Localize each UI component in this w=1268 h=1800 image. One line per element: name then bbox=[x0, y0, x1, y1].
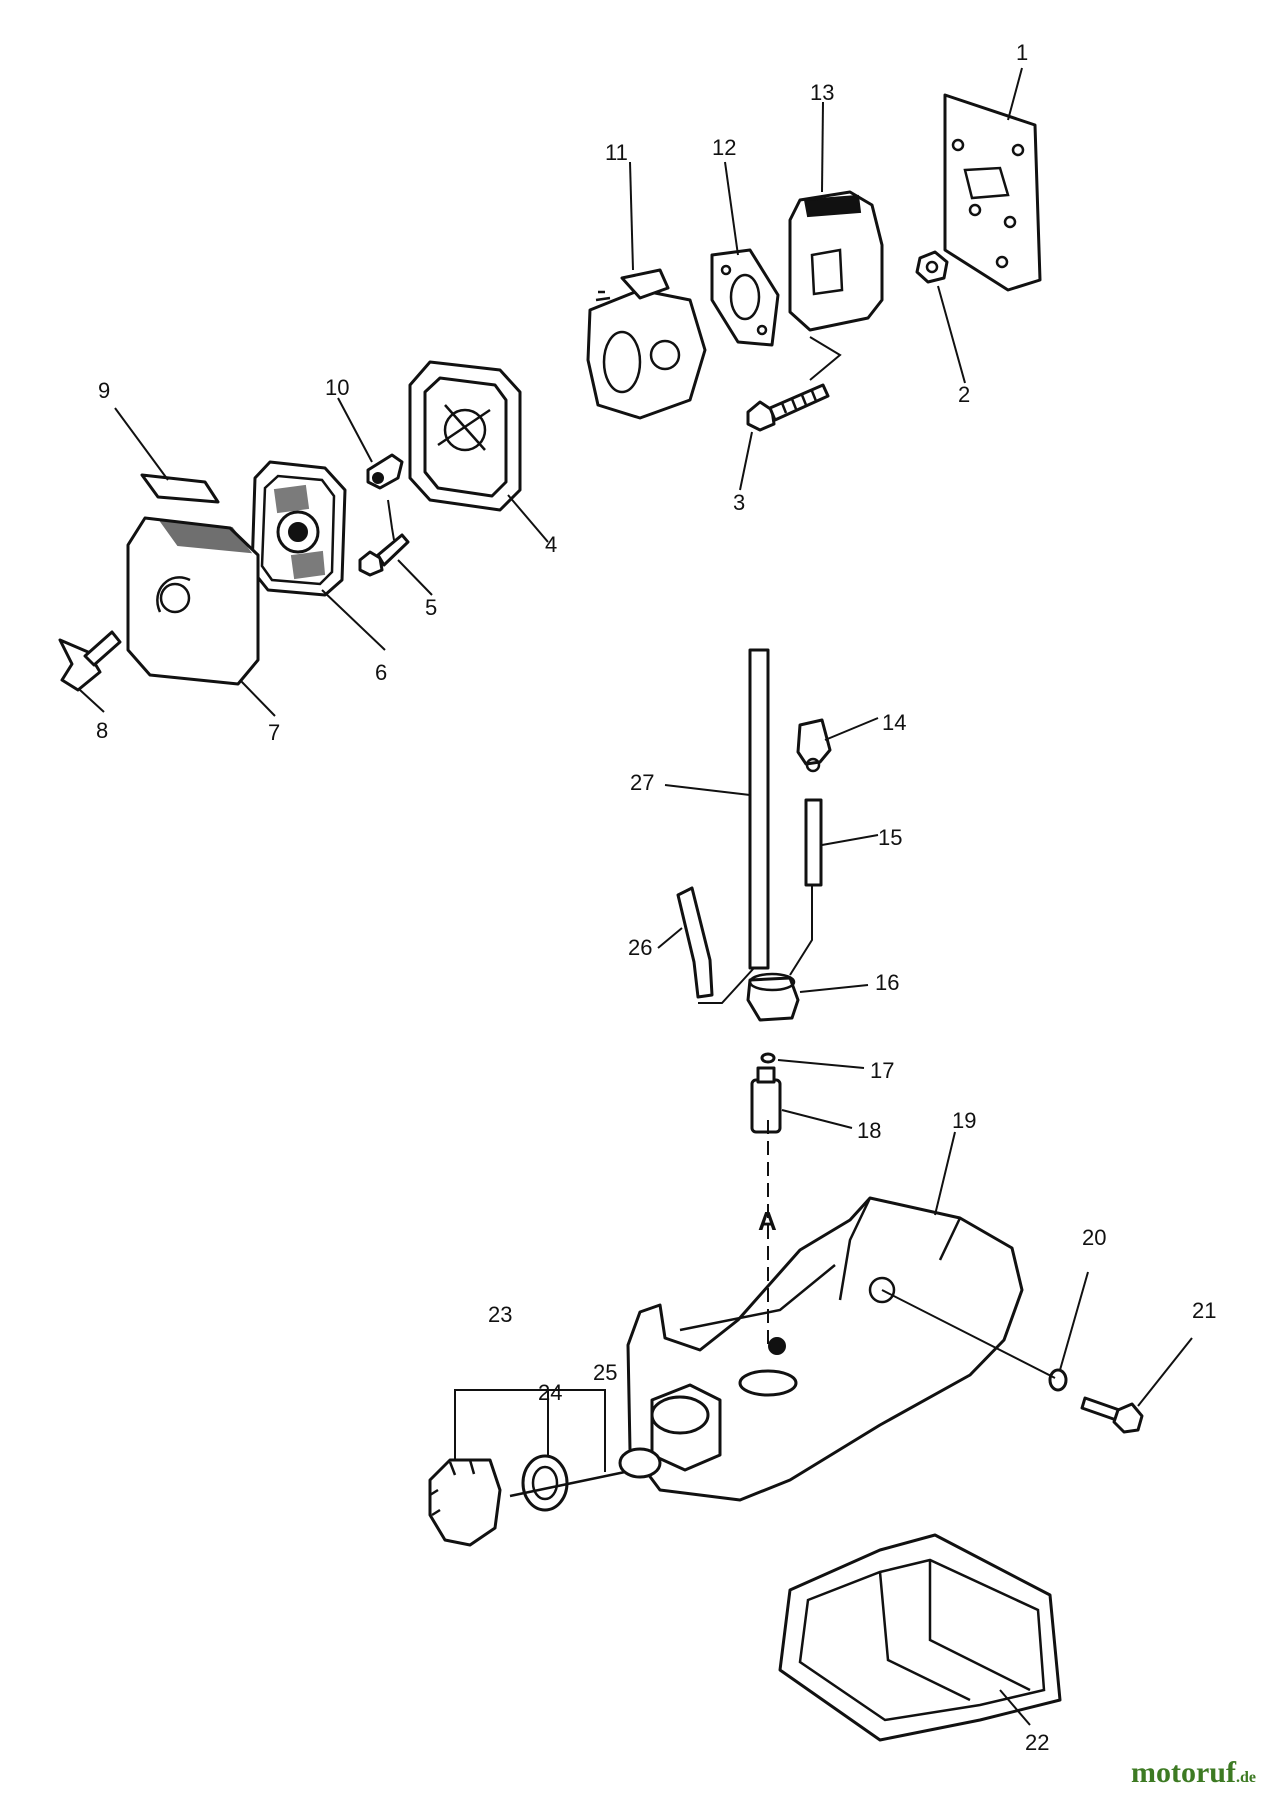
part-26-hose bbox=[676, 886, 714, 999]
part-21-bolt bbox=[1080, 1396, 1144, 1434]
part-12-gasket bbox=[710, 248, 780, 347]
part-8-wing-nut bbox=[58, 630, 122, 692]
callout-17: 17 bbox=[870, 1058, 894, 1083]
part-10-plate bbox=[366, 453, 404, 490]
callout-26: 26 bbox=[628, 935, 652, 960]
part-14-cap bbox=[796, 718, 832, 773]
part-2-nut bbox=[915, 250, 949, 284]
part-25-strap bbox=[509, 1447, 662, 1498]
callout-7: 7 bbox=[268, 720, 280, 745]
part-5-screw bbox=[358, 533, 410, 577]
part-9-foam bbox=[140, 473, 220, 504]
callout-5: 5 bbox=[425, 595, 437, 620]
callout-27: 27 bbox=[630, 770, 654, 795]
callout-21: 21 bbox=[1192, 1298, 1216, 1323]
callout-8: 8 bbox=[96, 718, 108, 743]
watermark-logo: motoruf.de bbox=[1131, 1756, 1256, 1790]
part-13-insulator bbox=[788, 190, 884, 332]
watermark-tld: .de bbox=[1236, 1769, 1256, 1786]
part-1-gasket bbox=[943, 93, 1042, 292]
part-19-fuel-tank bbox=[626, 1196, 1024, 1502]
callout-12: 12 bbox=[712, 135, 736, 160]
leader-lines bbox=[79, 67, 1193, 1726]
part-23-fuel-cap bbox=[428, 1458, 502, 1547]
part-3-bolt bbox=[746, 383, 830, 432]
watermark-main: motoruf bbox=[1131, 1756, 1236, 1789]
callout-19: 19 bbox=[952, 1108, 976, 1133]
callout-15: 15 bbox=[878, 825, 902, 850]
part-17-o-ring bbox=[760, 1052, 776, 1064]
callout-23: 23 bbox=[488, 1302, 512, 1327]
callout-25: 25 bbox=[593, 1360, 617, 1385]
part-11-carburetor bbox=[586, 268, 707, 420]
part-15-tube bbox=[804, 798, 823, 887]
callout-18: 18 bbox=[857, 1118, 881, 1143]
part-4-air-cleaner-base bbox=[408, 360, 522, 512]
callout-13: 13 bbox=[810, 80, 834, 105]
callout-22: 22 bbox=[1025, 1730, 1049, 1755]
part-22-tank-protector bbox=[778, 1533, 1062, 1742]
part-20-washer bbox=[1048, 1368, 1068, 1392]
callout-11: 11 bbox=[605, 140, 628, 165]
callout-2: 2 bbox=[958, 382, 970, 407]
callout-24: 24 bbox=[538, 1380, 562, 1405]
part-16-grommet bbox=[746, 972, 800, 1022]
part-18-fuel-filter bbox=[750, 1066, 782, 1134]
part-24-gasket bbox=[521, 1454, 569, 1512]
callout-9: 9 bbox=[98, 378, 110, 403]
part-7-cover bbox=[126, 516, 260, 686]
callout-labels: 1 2 3 4 5 6 7 8 9 10 11 12 13 14 15 16 1… bbox=[96, 40, 1216, 1755]
callout-6: 6 bbox=[375, 660, 387, 685]
part-27-fuel-pipe bbox=[748, 648, 770, 970]
callout-1: 1 bbox=[1016, 40, 1028, 65]
part-24-gasket-inner bbox=[531, 1465, 559, 1501]
callout-14: 14 bbox=[882, 710, 906, 735]
callout-4: 4 bbox=[545, 532, 557, 557]
reference-marker-a: A bbox=[758, 1206, 777, 1236]
part-6-element bbox=[250, 460, 347, 597]
callout-16: 16 bbox=[875, 970, 899, 995]
callout-10: 10 bbox=[325, 375, 349, 400]
callout-3: 3 bbox=[733, 490, 745, 515]
callout-20: 20 bbox=[1082, 1225, 1106, 1250]
